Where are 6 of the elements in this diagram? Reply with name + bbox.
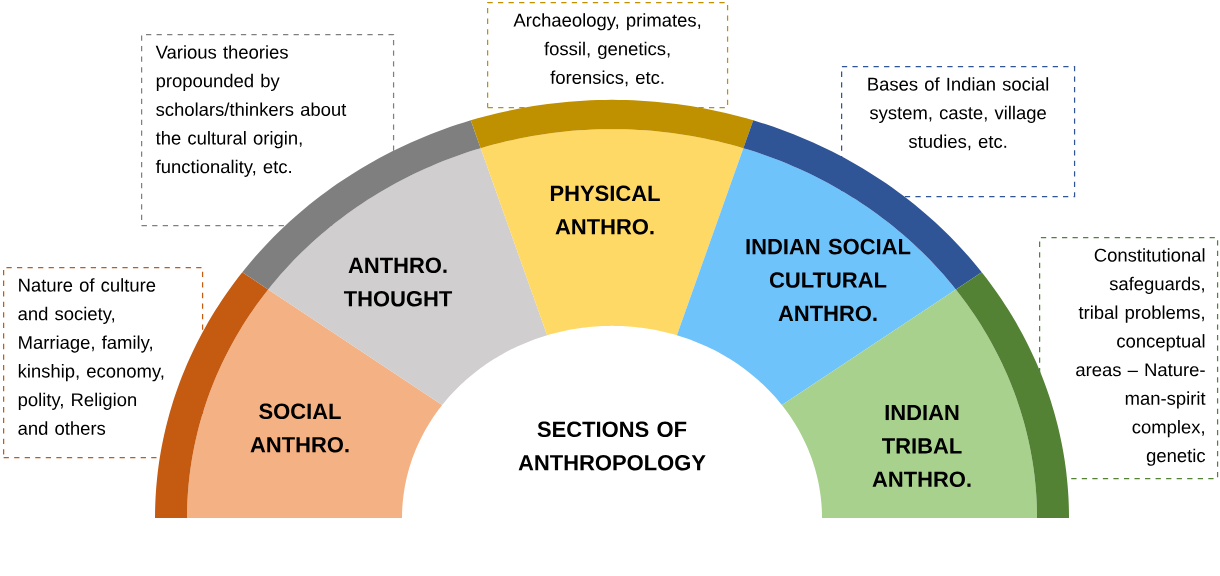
callout-box: Constitutional safeguards, tribal problems, conceptual areas – Nature-man-spirit complex, genetic xyxy=(1039,237,1219,480)
callout-box: Nature of culture and society, Marriage, family, kinship, economy, polity, Religion and others xyxy=(3,267,204,459)
center-title: SECTIONS OF ANTHROPOLOGY xyxy=(518,421,706,471)
callout-box: Various theories propounded by scholars/thinkers about the cultural origin, functionality, etc. xyxy=(141,34,395,227)
callout-box: Bases of Indian social system, caste, village studies, etc. xyxy=(841,66,1076,198)
callout-box: Archaeology, primates, fossil, genetics, forensics, etc. xyxy=(487,2,729,109)
